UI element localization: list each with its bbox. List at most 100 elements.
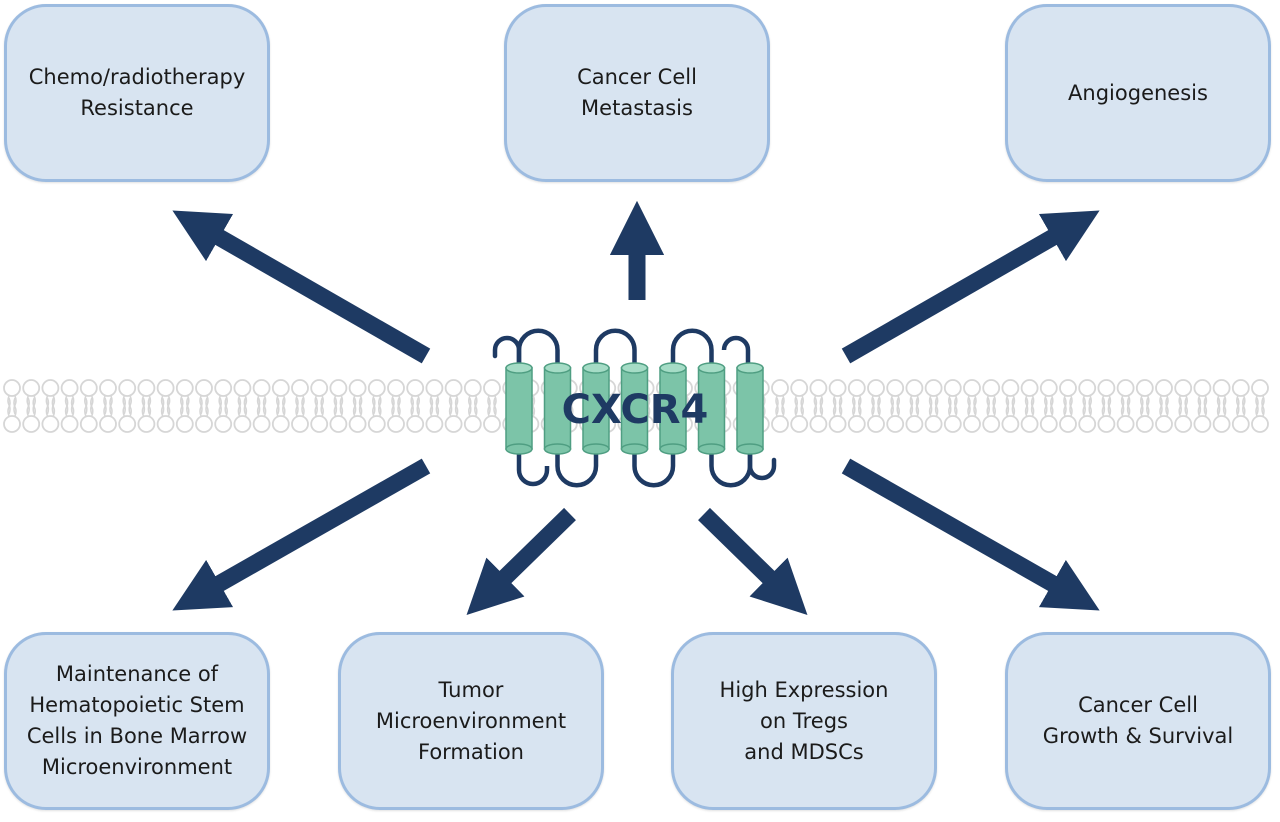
helix-body	[582, 367, 610, 450]
lipid-tail	[103, 397, 107, 417]
lipid-tail	[166, 397, 171, 417]
lipid-tail	[954, 397, 958, 417]
helix-body	[659, 367, 687, 450]
helix-top	[505, 362, 533, 374]
lipid-head	[291, 415, 309, 433]
lipid-tail	[128, 397, 132, 417]
lipid-head	[1193, 415, 1212, 433]
lipid-tail	[109, 397, 113, 417]
lipid-tail	[416, 397, 420, 417]
lipid-tail	[1222, 397, 1227, 417]
outcome-high-expression-tregs-mdscs: High Expression on Tregs and MDSCs	[671, 632, 937, 810]
lipid-head	[99, 415, 117, 433]
lipid-tail	[1069, 397, 1073, 417]
lipid-tail	[838, 397, 843, 417]
lipid-tail	[391, 397, 395, 417]
helix-top	[582, 362, 610, 374]
helix-bottom	[582, 443, 610, 455]
lipid-tail	[781, 397, 785, 417]
lipid-head	[1116, 415, 1135, 433]
extracellular-loop	[670, 328, 714, 368]
intracellular-loop	[709, 449, 753, 488]
lipid-head	[1174, 415, 1193, 433]
lipid-tail	[1242, 397, 1246, 417]
lipid-tail	[32, 397, 36, 417]
lipid-head	[1001, 415, 1020, 433]
lipid-tail	[1044, 397, 1048, 417]
lipid-head	[1116, 379, 1135, 397]
lipid-head	[1001, 379, 1020, 397]
lipid-tail	[1184, 397, 1188, 417]
lipid-head	[1174, 379, 1193, 397]
lipid-tail	[1120, 397, 1125, 417]
lipid-head	[809, 379, 828, 397]
lipid-head	[156, 379, 175, 397]
lipid-head	[406, 415, 425, 433]
lipid-head	[1078, 379, 1097, 397]
lipid-tail	[948, 397, 952, 417]
lipid-tail	[1101, 397, 1106, 417]
outcome-hsc-maintenance: Maintenance of Hematopoietic Stem Cells …	[4, 632, 270, 810]
arrow-to-tregs-mdscs	[698, 507, 808, 616]
lipid-tail	[160, 397, 165, 417]
lipid-head	[1039, 415, 1058, 433]
lipid-tail	[295, 397, 299, 417]
lipid-tail	[986, 397, 990, 417]
lipid-tail	[1165, 397, 1169, 417]
lipid-head	[828, 379, 847, 397]
lipid-tail	[1255, 397, 1259, 417]
intracellular-loop	[632, 449, 676, 488]
lipid-tail	[147, 397, 152, 417]
lipid-tail	[915, 397, 920, 417]
lipid-head	[463, 415, 482, 433]
lipid-head	[924, 415, 943, 433]
lipid-tail	[237, 397, 242, 417]
arrow-to-growth-survival	[841, 458, 1100, 611]
lipid-tail	[1159, 397, 1163, 417]
lipid-tail	[45, 397, 50, 417]
helix-top	[736, 362, 764, 374]
lipid-head	[1059, 415, 1077, 433]
lipid-head	[175, 415, 194, 433]
lipid-head	[99, 379, 117, 397]
lipid-tail	[487, 397, 491, 417]
lipid-tail	[243, 397, 248, 417]
lipid-head	[3, 415, 21, 433]
lipid-head	[118, 379, 137, 397]
lipid-head	[1135, 415, 1154, 433]
lipid-tail	[224, 397, 228, 417]
lipid-head	[310, 415, 329, 433]
lipid-head	[271, 415, 290, 433]
lipid-head	[463, 379, 482, 397]
lipid-tail	[64, 397, 69, 417]
lipid-tail	[1178, 397, 1182, 417]
lipid-head	[22, 415, 41, 433]
intracellular-loop	[555, 449, 599, 488]
lipid-tail	[1126, 397, 1131, 417]
lipid-tail	[794, 397, 798, 417]
lipid-head	[41, 415, 60, 433]
helix-bottom	[697, 443, 726, 455]
lipid-tail	[1082, 397, 1086, 417]
lipid-head	[233, 379, 252, 397]
helix-bottom	[620, 443, 649, 455]
lipid-head	[444, 415, 463, 433]
lipid-head	[867, 415, 885, 433]
lipid-head	[943, 379, 962, 397]
extracellular-loop	[721, 335, 751, 368]
lipid-tail	[84, 397, 88, 417]
lipid-head	[79, 415, 98, 433]
lipid-head	[982, 379, 1001, 397]
lipid-tail	[1050, 397, 1054, 417]
lipid-tail	[775, 397, 779, 417]
lipid-head	[867, 379, 885, 397]
lipid-tail	[928, 397, 933, 417]
lipid-tail	[70, 397, 75, 417]
lipid-head	[886, 379, 905, 397]
helix-body	[505, 367, 533, 450]
lipid-head	[291, 379, 309, 397]
outcome-cancer-cell-metastasis: Cancer Cell Metastasis	[504, 4, 770, 182]
lipid-tail	[218, 397, 222, 417]
lipid-head	[483, 415, 501, 433]
